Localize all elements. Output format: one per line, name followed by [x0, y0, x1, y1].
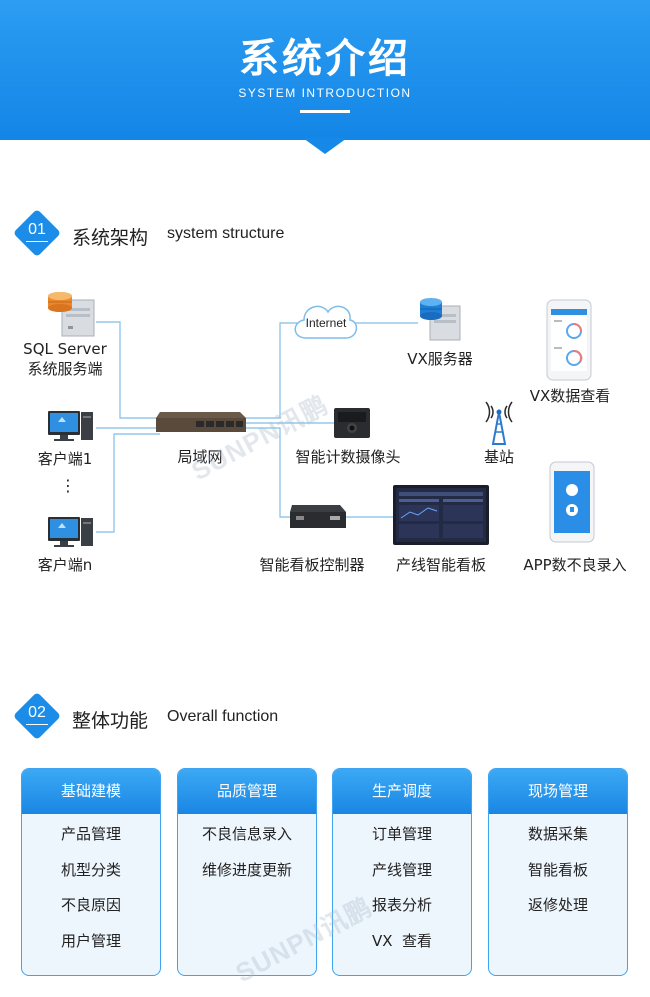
lan-label: 局域网 — [177, 448, 223, 466]
section-subtitle: Overall function — [167, 708, 279, 725]
page-title: 系统介绍 — [239, 36, 411, 82]
header-underline — [300, 110, 350, 113]
link-lan-controller — [245, 427, 290, 518]
camera-icon — [334, 408, 370, 438]
vx-view-label: VX数据查看 — [529, 387, 611, 405]
vx-server-icon — [420, 298, 461, 341]
section-title: 整体功能 — [72, 710, 149, 732]
card-item: 不良原因 — [60, 896, 121, 915]
function-card-scheduling: 生产调度 订单管理 产线管理 报表分析 VX 查看 — [332, 768, 472, 976]
client1-computer-icon — [48, 411, 93, 441]
clientn-computer-icon — [48, 517, 93, 547]
card-title: 现场管理 — [489, 769, 627, 814]
function-card-onsite: 现场管理 数据采集 智能看板 返修处理 — [488, 768, 628, 976]
card-item: 报表分析 — [371, 896, 432, 915]
link-clientn-lan — [96, 433, 160, 533]
section-number-underline — [26, 724, 48, 725]
section-subtitle: system structure — [167, 225, 285, 242]
card-item: 维修进度更新 — [201, 860, 292, 879]
card-item: 用户管理 — [60, 931, 121, 950]
function-card-quality: 品质管理 不良信息录入 维修进度更新 — [177, 768, 317, 976]
client1-label: 客户端1 — [37, 450, 93, 468]
board-label: 产线智能看板 — [395, 556, 486, 574]
section-number: 01 — [28, 221, 46, 238]
sql-server-icon — [48, 292, 95, 337]
card-item: 订单管理 — [371, 825, 432, 843]
internet-label: Internet — [305, 316, 347, 330]
smartphone-vx-icon — [546, 299, 592, 381]
section-number: 02 — [28, 704, 46, 721]
card-item: 不良信息录入 — [201, 825, 292, 843]
section-title: 系统架构 — [72, 227, 149, 249]
card-item: VX 查看 — [371, 931, 433, 950]
header-notch — [303, 138, 347, 154]
sql-server-label-line2: 系统服务端 — [27, 360, 103, 378]
app-input-label: APP数不良录入 — [523, 556, 627, 574]
card-item: 产品管理 — [60, 825, 121, 843]
card-title: 品质管理 — [178, 769, 316, 814]
cloud-icon — [294, 305, 358, 339]
dashboard-monitor-icon — [393, 485, 489, 545]
signal-tower-icon — [485, 401, 513, 445]
page-subtitle: SYSTEM INTRODUCTION — [238, 86, 412, 100]
card-item: 机型分类 — [60, 860, 121, 879]
smartphone-app-icon — [549, 461, 595, 543]
base-station-label: 基站 — [483, 448, 514, 466]
link-lan-internet — [245, 322, 298, 419]
card-item: 智能看板 — [527, 860, 588, 879]
client-ellipsis: ⋮ — [60, 476, 76, 495]
network-switch-icon — [156, 412, 246, 432]
sql-server-label-line1: SQL Server — [23, 340, 107, 358]
function-card-basic-modeling: 基础建模 产品管理 机型分类 不良原因 用户管理 — [21, 768, 161, 976]
card-item: 产线管理 — [371, 860, 432, 879]
header-banner — [0, 0, 650, 140]
section-number-underline — [26, 241, 48, 242]
clientn-label: 客户端n — [37, 556, 93, 574]
card-title: 生产调度 — [333, 769, 471, 814]
card-item: 返修处理 — [527, 896, 588, 915]
link-sql-lan — [96, 321, 160, 419]
camera-label: 智能计数摄像头 — [295, 448, 401, 466]
controller-box-icon — [290, 505, 346, 528]
card-title: 基础建模 — [22, 769, 160, 814]
controller-label: 智能看板控制器 — [259, 556, 365, 574]
card-item: 数据采集 — [527, 825, 588, 843]
vx-server-label: VX服务器 — [407, 350, 473, 368]
